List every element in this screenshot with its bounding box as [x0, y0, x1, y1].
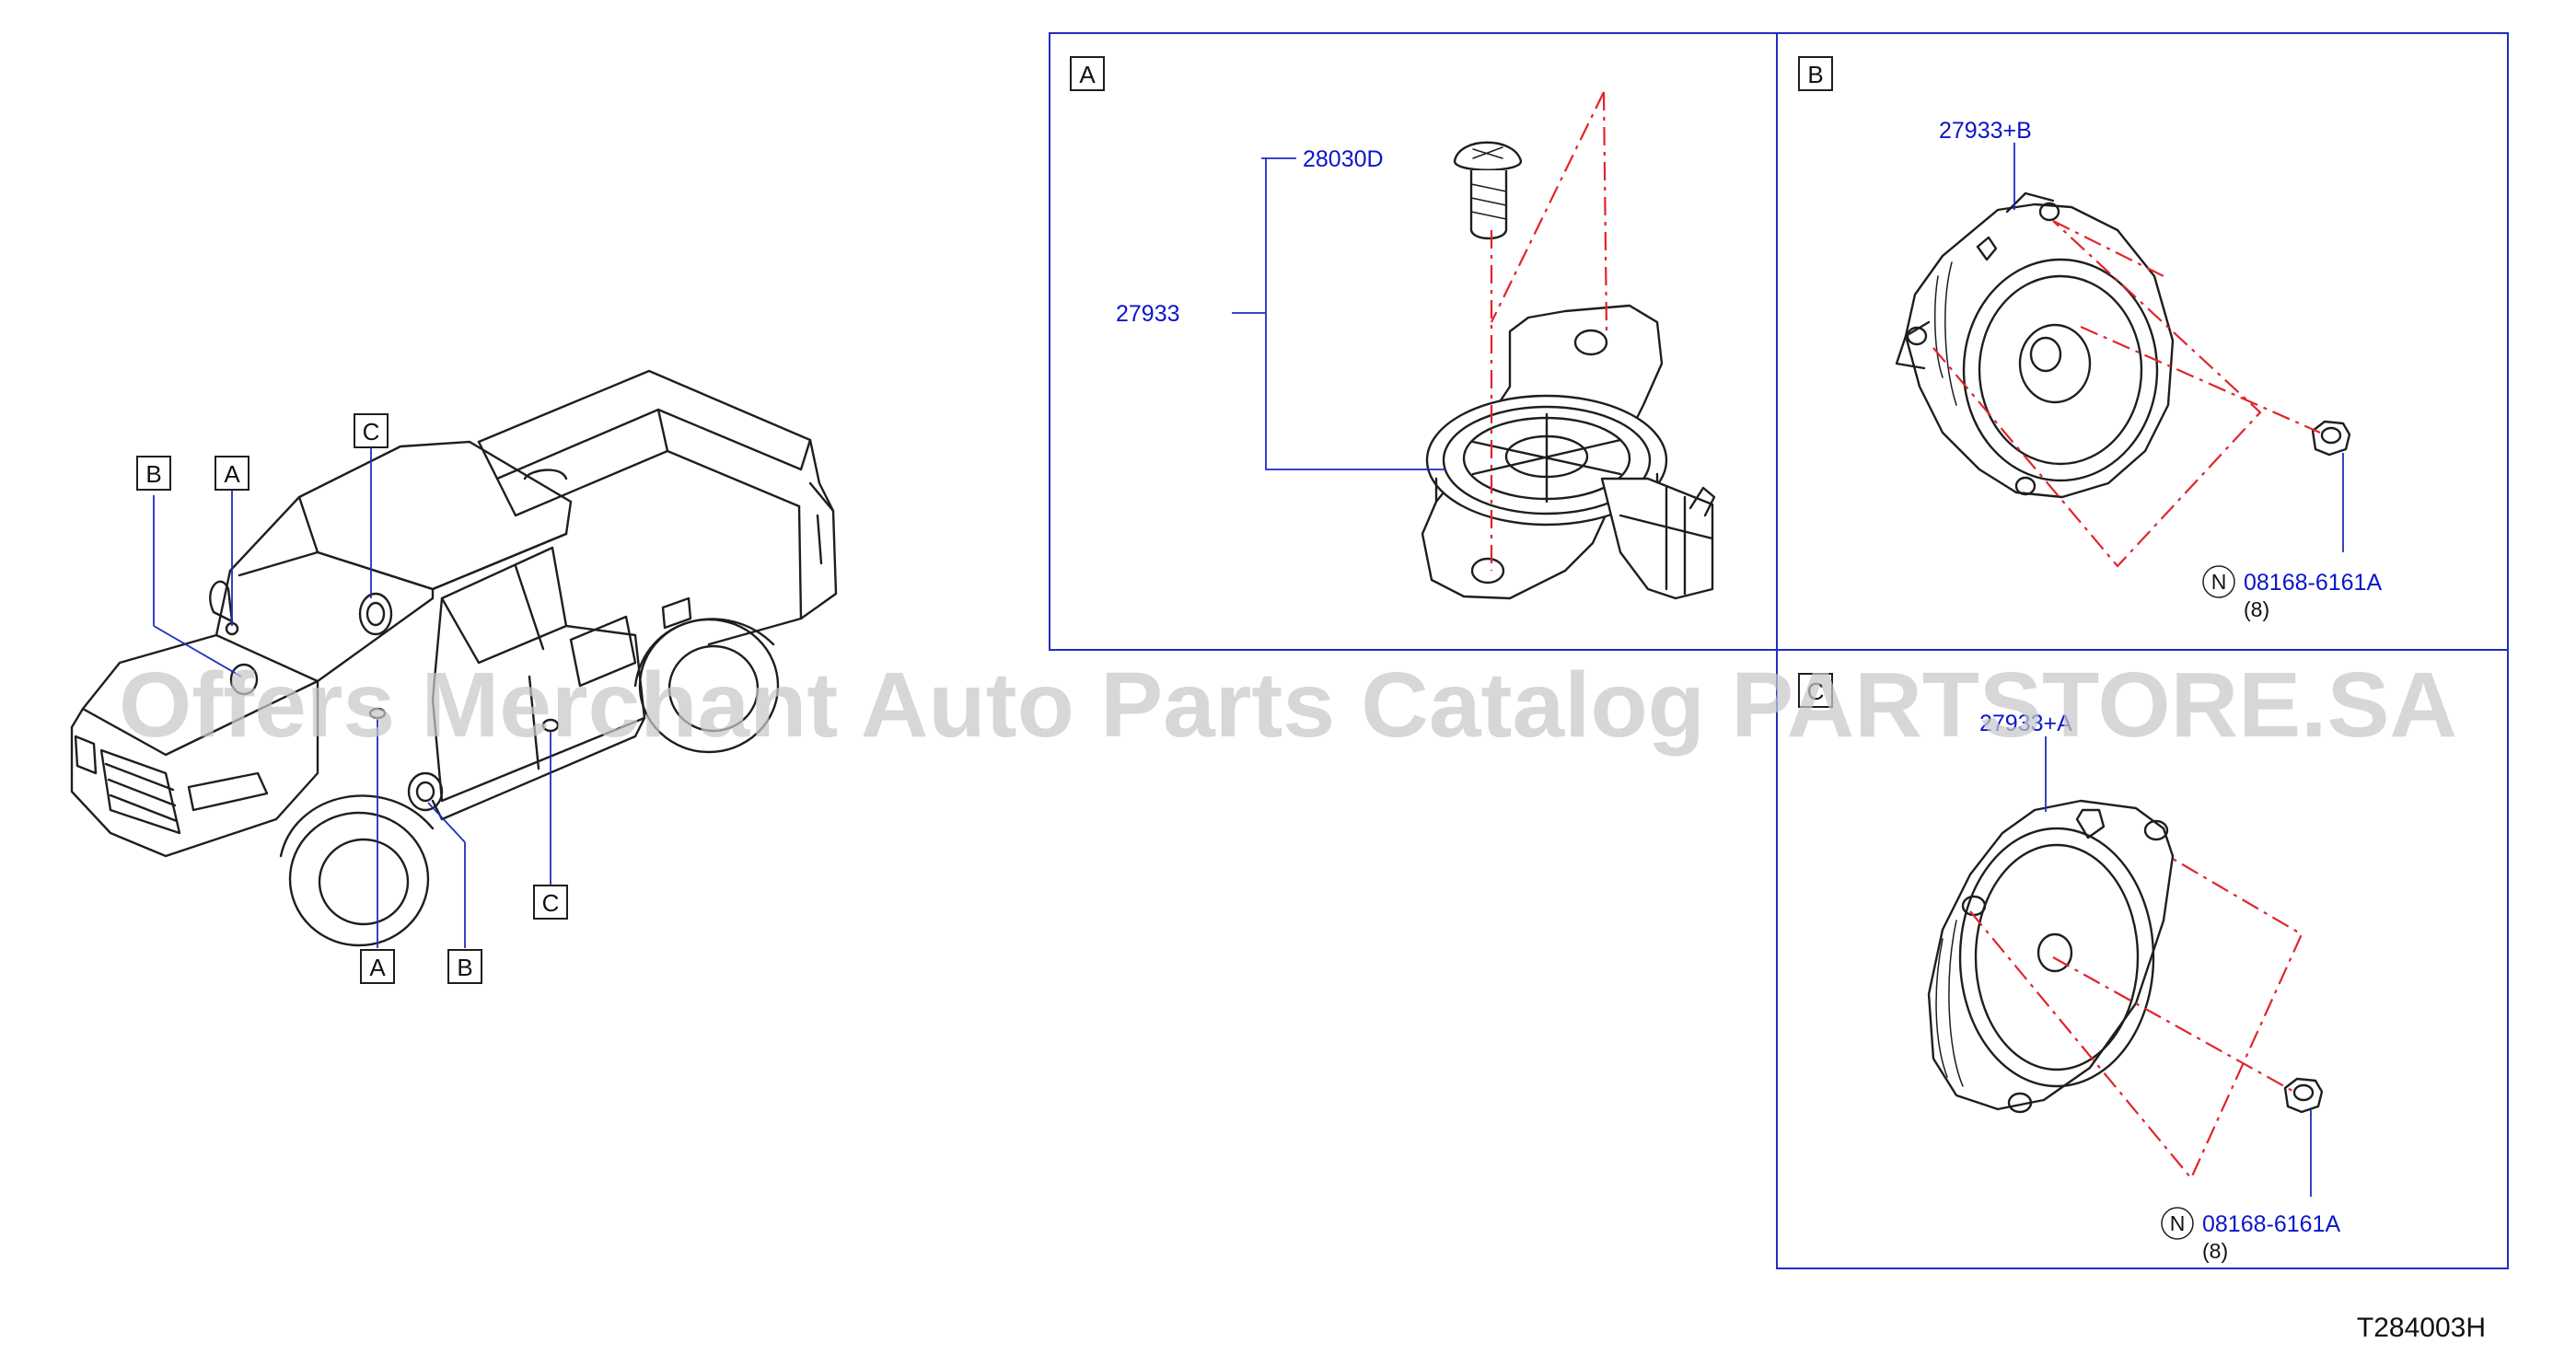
note-symbol-n: N — [2170, 1211, 2186, 1235]
callout-letter: C — [542, 889, 560, 917]
part-number-28030d: 28030D — [1303, 146, 1384, 172]
callout-box-b-top: B — [136, 456, 171, 491]
callout-letter: B — [457, 954, 472, 981]
callout-box-a-top: A — [215, 456, 249, 491]
callout-box-b-bottom: B — [447, 949, 482, 984]
part-number-27933a: 27933+A — [1979, 711, 2072, 736]
callout-box-c-bottom: C — [533, 885, 568, 920]
panel-b: B 27933+B N 08168-61 — [1798, 56, 2382, 621]
part-number-27933b: 27933+B — [1939, 118, 2032, 144]
panel-letter: C — [1807, 677, 1825, 705]
panel-a: A — [1070, 56, 1716, 600]
door-speaker-c-illustration — [1927, 799, 2175, 1114]
callout-letter: C — [363, 418, 380, 446]
watermark-text: Offers Merchant Auto Parts Catalog PARTS… — [119, 654, 2457, 757]
part-number-08168-6161a: 08168-6161A — [2202, 1211, 2340, 1237]
part-quantity: (8) — [2202, 1239, 2228, 1263]
panel-c: C 27933+A N 08168-6161A (8) — [1798, 673, 2340, 1263]
vehicle-illustration — [70, 369, 838, 947]
part-number-27933: 27933 — [1116, 301, 1180, 327]
screw-illustration — [1453, 141, 1523, 240]
nut-c-illustration — [2283, 1077, 2324, 1114]
part-quantity: (8) — [2244, 597, 2269, 621]
callout-box-a-bottom: A — [360, 949, 395, 984]
part-number-08168-6161a: 08168-6161A — [2244, 570, 2382, 596]
vehicle-callout-leaders — [153, 447, 551, 948]
panel-letter: B — [1807, 61, 1823, 88]
callout-box-c-top: C — [354, 413, 389, 448]
panel-frames — [1049, 32, 2509, 1269]
callout-letter: A — [224, 460, 240, 488]
door-speaker-b-illustration — [1895, 191, 2175, 499]
tweeter-speaker-illustration — [1421, 304, 1716, 600]
diagram-code: T284003H — [2357, 1313, 2486, 1343]
note-symbol-n: N — [2211, 570, 2227, 594]
callout-letter: A — [369, 954, 386, 981]
panel-letter: A — [1079, 61, 1096, 88]
callout-letter: B — [145, 460, 161, 488]
nut-b-illustration — [2311, 420, 2351, 457]
